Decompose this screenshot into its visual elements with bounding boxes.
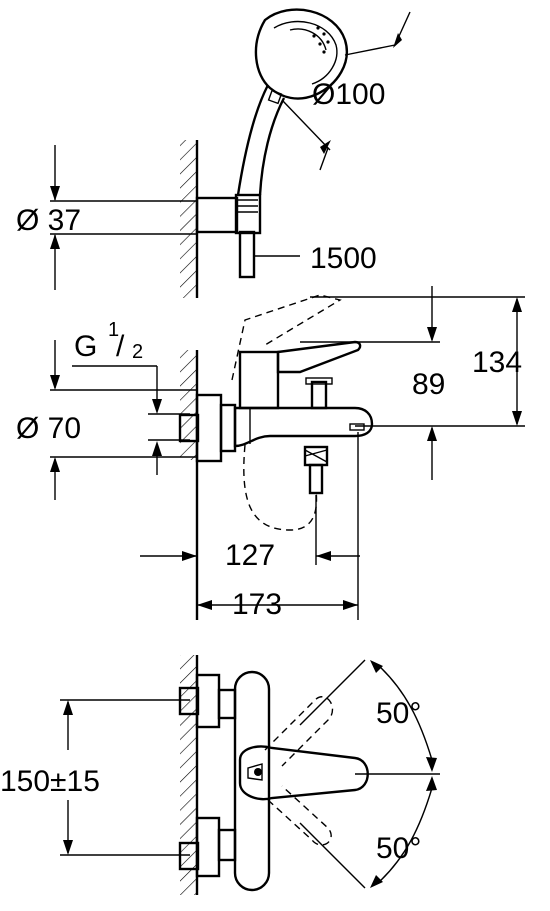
dim-depth-spout: 127 (140, 495, 360, 572)
dim-height-total: 134 (310, 296, 525, 427)
label-angle-up: 50° (376, 697, 421, 730)
nozzle-dots (312, 26, 330, 54)
wall-holder (195, 193, 262, 279)
label-hose-length: 1500 (310, 242, 377, 275)
dim-diameter-holder: Ø 37 (16, 145, 197, 290)
wall-hatch-front (180, 655, 199, 895)
label-thread-prefix: G (74, 330, 97, 363)
label-diameter-rosette: Ø 70 (16, 412, 81, 445)
dim-center-distance: 150±15 (0, 699, 190, 856)
mixer-front-view: 150±15 50° 50° (0, 655, 440, 895)
svg-text:/: / (116, 330, 125, 363)
label-depth-spout: 127 (225, 539, 275, 572)
label-thread-num: 1 (108, 319, 119, 341)
dim-hose-length: 1500 (254, 242, 377, 275)
dim-diameter-rosette: Ø 70 (16, 340, 197, 500)
wall-hatch-top (180, 140, 199, 298)
label-height-lever: 89 (412, 368, 445, 401)
dim-angles: 50° 50° (299, 659, 440, 889)
dim-diameter-showerhead: Ø100 (281, 11, 411, 171)
front-body (233, 670, 369, 892)
upper-connection (178, 673, 237, 729)
dim-height-lever: 89 (300, 286, 445, 480)
dim-thread: G 1 / 2 (72, 319, 190, 475)
label-thread-den: 2 (132, 341, 143, 363)
label-diameter-showerhead: Ø100 (312, 78, 385, 111)
dim-depth-total: 173 (197, 432, 359, 621)
label-diameter-holder: Ø 37 (16, 204, 81, 237)
label-depth-total: 173 (232, 588, 282, 621)
lower-connection (178, 816, 237, 878)
shower-head (236, 8, 348, 196)
label-angle-down: 50° (376, 832, 421, 865)
mixer-side-view: G 1 / 2 Ø 70 (16, 286, 525, 621)
mixer-body (231, 294, 374, 531)
label-center-distance: 150±15 (0, 765, 100, 798)
hand-shower-view: Ø100 Ø 37 1500 (16, 8, 411, 298)
label-height-total: 134 (472, 346, 522, 379)
